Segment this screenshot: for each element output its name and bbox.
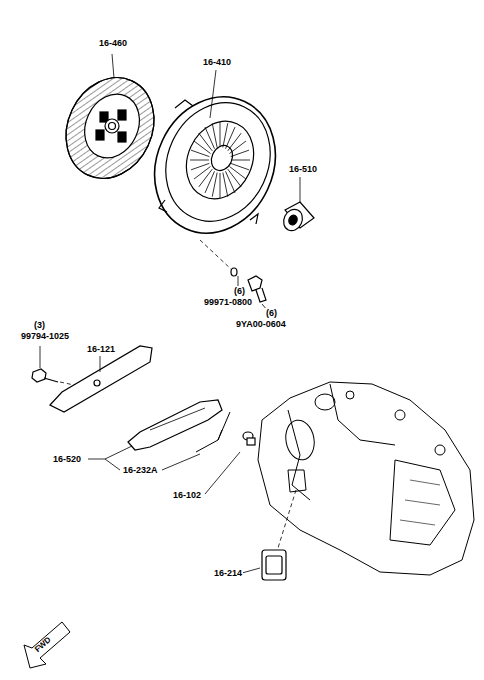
quantity: (6) (233, 286, 246, 296)
release-fork (128, 400, 222, 450)
diaphragm-finger (194, 141, 210, 154)
diaphragm-finger (220, 173, 221, 198)
quantity: (6) (265, 308, 278, 318)
release-bearing (280, 177, 314, 234)
diaphragm-finger (220, 122, 221, 147)
part-number: 16-410 (202, 57, 232, 67)
bolt-small (32, 369, 58, 382)
diaphragm-finger (199, 133, 212, 151)
part-number: 16-102 (172, 490, 202, 500)
diaphragm-finger (230, 141, 246, 154)
diaphragm-finger (223, 123, 228, 147)
part-number: 99971-0800 (203, 297, 253, 307)
part-number: 16-121 (86, 344, 116, 354)
diaphragm-finger (212, 173, 217, 197)
part-number: 16-510 (288, 164, 318, 174)
diaphragm-finger (199, 169, 212, 187)
part-number: 16-232A (122, 465, 159, 475)
part-number: 16-214 (213, 568, 243, 578)
diaphragm-finger (230, 167, 246, 180)
diaphragm-finger (205, 171, 215, 193)
forward-arrow (24, 622, 70, 668)
part-number: 9YA00-0604 (235, 319, 287, 329)
pressure-plate (133, 77, 297, 253)
washer (231, 268, 237, 276)
diaphragm-finger (212, 123, 217, 147)
pivot-ball (243, 432, 255, 445)
diaphragm-finger (223, 173, 228, 197)
diaphragm-finger (228, 133, 241, 151)
diaphragm-finger (231, 160, 250, 161)
diaphragm-finger (226, 171, 236, 193)
spring-clip (196, 412, 230, 452)
diaphragm-finger (231, 163, 249, 169)
diaphragm-finger (226, 127, 236, 149)
part-number: 16-460 (98, 38, 128, 48)
part-number: 99794-1025 (20, 331, 70, 341)
diaphragm-finger (190, 160, 209, 161)
transaxle-housing (258, 382, 474, 575)
part-number: 16-520 (52, 454, 82, 464)
diaphragm-finger (205, 127, 215, 149)
cover-plate (50, 346, 152, 412)
clutch-disc (50, 63, 170, 193)
diaphragm-finger (191, 150, 209, 156)
diaphragm-finger (231, 150, 249, 156)
diaphragm-finger (191, 163, 209, 169)
quantity: (3) (33, 320, 46, 330)
diaphragm-finger (228, 169, 241, 187)
diaphragm-finger (194, 167, 210, 180)
boot (262, 550, 286, 580)
